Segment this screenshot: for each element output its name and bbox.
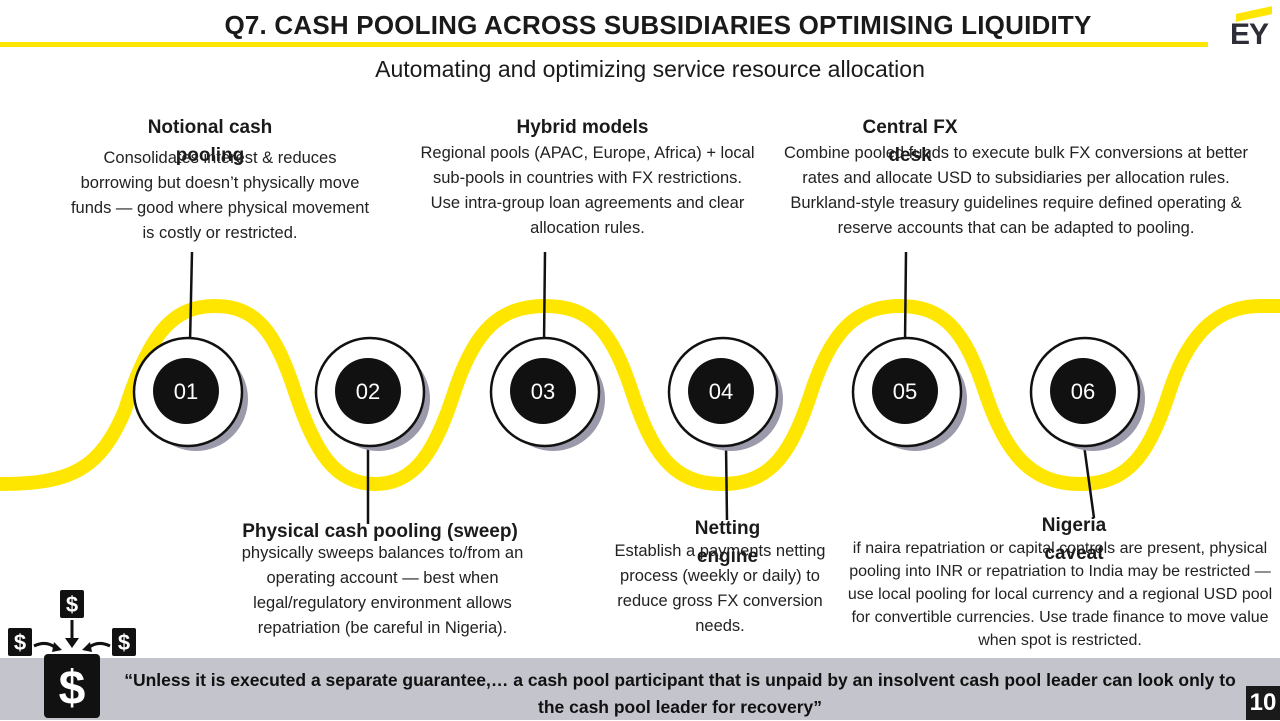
step-desc-04: Establish a payments netting process (we… — [614, 542, 826, 635]
connector-line-06 — [1082, 444, 1096, 519]
title-underline — [0, 42, 1208, 47]
step-desc-03: Regional pools (APAC, Europe, Africa) + … — [420, 144, 755, 237]
step-number-05: 05 — [893, 379, 917, 404]
step-desc-06: if naira repatriation or capital control… — [847, 540, 1273, 649]
quote-banner — [0, 658, 1280, 720]
connector-line-03 — [542, 251, 547, 344]
step-title-06: Nigeria caveat — [1041, 515, 1107, 564]
page-subtitle: Automating and optimizing service resour… — [375, 56, 925, 82]
step-number-04: 04 — [709, 379, 733, 404]
step-number-03: 03 — [531, 379, 555, 404]
step-number-06: 06 — [1071, 379, 1095, 404]
step-title-04: Netting engine — [694, 518, 761, 567]
svg-text:$: $ — [14, 630, 26, 655]
svg-text:$: $ — [66, 592, 78, 617]
svg-text:$: $ — [118, 630, 130, 655]
step-title-03: Hybrid models — [516, 117, 649, 138]
step-number-02: 02 — [356, 379, 380, 404]
step-circle-01: 01 — [132, 336, 248, 451]
connector-line-01 — [188, 251, 194, 344]
step-circle-02: 02 — [314, 336, 430, 451]
step-circle-05: 05 — [851, 336, 967, 451]
step-circle-06: 06 — [1029, 336, 1145, 451]
step-title-05: Central FX desk — [862, 117, 958, 166]
step-circle-04: 04 — [667, 336, 783, 451]
yellow-wave-path — [0, 298, 1280, 492]
footer-quote: “Unless it is executed a separate guaran… — [124, 670, 1236, 717]
step-desc-02: physically sweeps balances to/from an op… — [241, 544, 524, 637]
page-title: Q7. CASH POOLING ACROSS SUBSIDIARIES OPT… — [224, 10, 1092, 40]
svg-text:$: $ — [59, 662, 86, 715]
ey-logo: EY — [1230, 18, 1269, 51]
dollar-pooling-icon: $ $ $ $ — [8, 590, 136, 718]
step-desc-01: Consolidates interest & reduces borrowin… — [70, 149, 370, 242]
step-number-01: 01 — [174, 379, 198, 404]
step-circle-03: 03 — [489, 336, 605, 451]
step-desc-05: Combine pooled funds to execute bulk FX … — [783, 144, 1249, 237]
step-title-01: Notional cash pooling — [147, 117, 273, 166]
page-number: 10 — [1246, 686, 1280, 720]
connector-line-05 — [903, 251, 908, 344]
step-title-02: Physical cash pooling (sweep) — [242, 521, 518, 542]
connector-line-04 — [724, 444, 729, 521]
